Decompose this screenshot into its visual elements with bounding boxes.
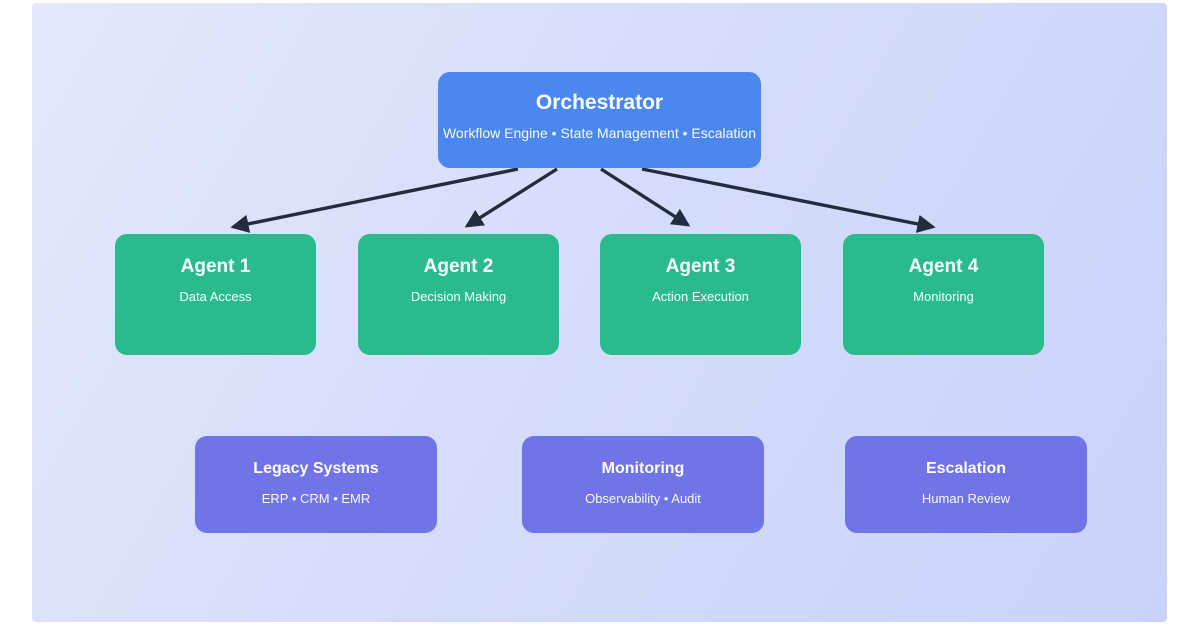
agent-node-1: Agent 1 Data Access: [115, 234, 316, 355]
agent-node-3: Agent 3 Action Execution: [600, 234, 801, 355]
agent-1-title: Agent 1: [180, 256, 251, 277]
agent-4-title: Agent 4: [908, 256, 979, 277]
agent-4-subtitle: Monitoring: [913, 289, 974, 304]
agent-1-subtitle: Data Access: [179, 289, 252, 304]
escalation-title: Escalation: [925, 460, 1007, 477]
system-node-escalation: Escalation Human Review: [845, 436, 1087, 533]
agent-2-subtitle: Decision Making: [410, 289, 507, 304]
monitoring-subtitle: Observability • Audit: [585, 491, 701, 506]
monitoring-title: Monitoring: [601, 460, 685, 477]
orchestrator-title: Orchestrator: [535, 91, 664, 114]
agent-2-title: Agent 2: [423, 256, 494, 277]
system-node-monitoring: Monitoring Observability • Audit: [522, 436, 764, 533]
legacy-systems-subtitle: ERP • CRM • EMR: [261, 491, 371, 506]
agent-node-2: Agent 2 Decision Making: [358, 234, 559, 355]
agent-3-subtitle: Action Execution: [652, 289, 749, 304]
escalation-subtitle: Human Review: [921, 491, 1011, 506]
agent-node-4: Agent 4 Monitoring: [843, 234, 1044, 355]
orchestrator-subtitle: Workflow Engine • State Management • Esc…: [442, 125, 757, 141]
legacy-systems-title: Legacy Systems: [253, 460, 379, 477]
system-node-legacy-systems: Legacy Systems ERP • CRM • EMR: [195, 436, 437, 533]
agent-3-title: Agent 3: [665, 256, 736, 277]
orchestrator-node: Orchestrator Workflow Engine • State Man…: [438, 72, 761, 168]
